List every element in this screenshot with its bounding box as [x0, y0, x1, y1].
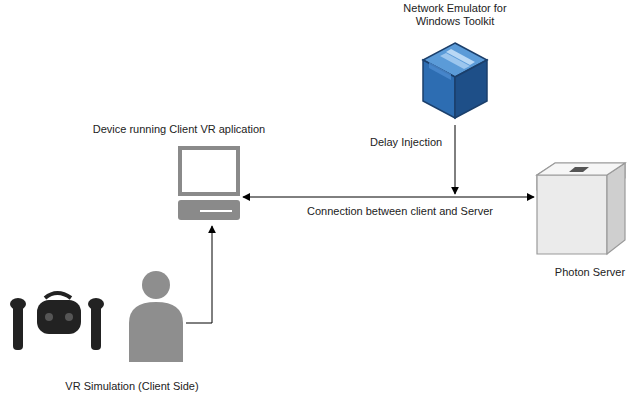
annotation-label: Delay Injection [368, 136, 444, 149]
icon-graphic [5, 268, 185, 364]
vr-user-icon: VR Simulation (Client Side) [5, 268, 185, 364]
node-caption: Photon Server [555, 266, 625, 279]
connection-arrow [186, 226, 212, 323]
icon-graphic [176, 145, 242, 223]
icon-graphic [535, 160, 627, 256]
client-device-icon: Device running Client VR aplication [176, 145, 242, 223]
connection-arrow [243, 197, 534, 198]
node-caption: Device running Client VR aplication [93, 123, 265, 136]
emulator-icon: Network Emulator for Windows Toolkit [420, 40, 490, 122]
icon-graphic [420, 40, 490, 122]
edge-label: Connection between client and Server [305, 205, 495, 218]
server-icon: Photon Server [535, 160, 627, 256]
node-caption: Network Emulator for Windows Toolkit [385, 2, 525, 28]
node-caption: VR Simulation (Client Side) [65, 380, 198, 393]
